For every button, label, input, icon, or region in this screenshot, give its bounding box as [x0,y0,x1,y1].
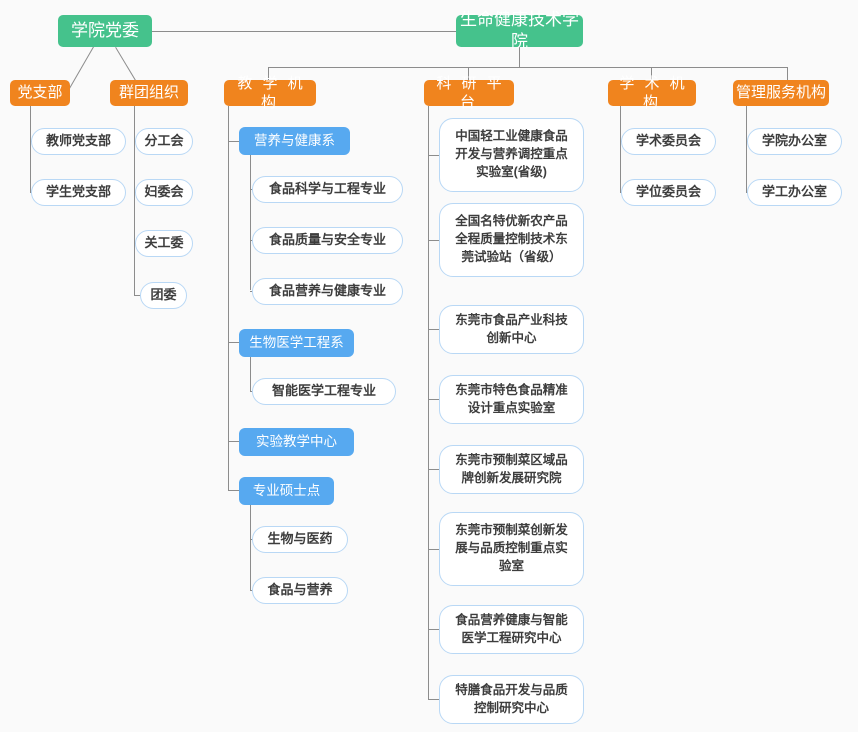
node-party-committee[interactable]: 学院党委 [58,15,152,47]
connector-teaching-tick-1 [228,141,239,142]
connector-academic-spine [620,106,621,193]
connector-massorg-spine [134,106,135,296]
leaf-college-office[interactable]: 学院办公室 [747,128,842,155]
leaf-academic-committee[interactable]: 学术委员会 [621,128,716,155]
leaf-national-agri-product-station[interactable]: 全国名特优新农产品 全程质量控制技术东 莞试验站（省级） [439,203,584,277]
leaf-food-nutrition[interactable]: 食品与营养 [252,577,348,604]
connector-research-tick-8 [428,699,439,700]
node-dept-nutrition[interactable]: 营养与健康系 [239,127,350,155]
leaf-teacher-party-branch[interactable]: 教师党支部 [31,128,126,155]
leaf-youth-league[interactable]: 团委 [140,282,187,309]
leaf-food-nutrition-health[interactable]: 食品营养与健康专业 [252,278,403,305]
leaf-dongguan-specialty-food-key-lab[interactable]: 东莞市特色食品精准 设计重点实验室 [439,375,584,424]
connector-research-tick-4 [428,399,439,400]
leaf-student-party-branch[interactable]: 学生党支部 [31,179,126,206]
connector-research-tick-6 [428,549,439,550]
connector-research-tick-5 [428,469,439,470]
leaf-dongguan-prepared-dish-quality-key-lab[interactable]: 东莞市预制菜创新发 展与品质控制重点实 验室 [439,512,584,586]
leaf-biology-medicine[interactable]: 生物与医药 [252,526,348,553]
leaf-special-diet-food-center[interactable]: 特膳食品开发与品质 控制研究中心 [439,675,584,724]
connector-research-spine [428,106,429,699]
leaf-degree-committee[interactable]: 学位委员会 [621,179,716,206]
node-admin-org[interactable]: 管理服务机构 [733,80,829,106]
connector-master-spine [250,505,251,591]
leaf-intelligent-medical-engineering[interactable]: 智能医学工程专业 [252,378,396,405]
connector-drop-academic [651,67,652,80]
node-college[interactable]: 生命健康技术学院 [456,10,583,51]
connector-college-stub [519,47,520,67]
connector-research-tick-7 [428,629,439,630]
leaf-student-affairs-office[interactable]: 学工办公室 [747,179,842,206]
node-research-platform[interactable]: 科 研 平 台 [424,75,514,111]
leaf-womens-committee[interactable]: 妇委会 [135,179,193,206]
node-dept-biomedical-engineering[interactable]: 生物医学工程系 [239,329,354,357]
connector-college-bus [268,67,787,68]
leaf-labor-union[interactable]: 分工会 [135,128,193,155]
connector-teaching-spine [228,106,229,491]
node-party-branch[interactable]: 党支部 [10,80,70,106]
connector-research-tick-3 [428,329,439,330]
node-master-program[interactable]: 专业硕士点 [239,477,334,505]
connector-drop-research [468,67,469,80]
connector-root-to-root [152,31,456,32]
leaf-dongguan-prepared-dish-brand-institute[interactable]: 东莞市预制菜区域品 牌创新发展研究院 [439,445,584,494]
node-mass-org[interactable]: 群团组织 [110,80,188,106]
connector-branch-spine [30,106,31,193]
connector-drop-admin [787,67,788,80]
connector-teaching-tick-4 [228,490,239,491]
connector-admin-spine [746,106,747,193]
node-academic-org[interactable]: 学 术 机 构 [608,75,696,111]
node-teaching-org[interactable]: 教 学 机 构 [224,75,316,111]
connector-research-tick-2 [428,240,439,241]
connector-nutrition-spine [250,155,251,290]
connector-drop-teaching [268,67,269,80]
connector-teaching-tick-2 [228,342,239,343]
leaf-food-quality-safety[interactable]: 食品质量与安全专业 [252,227,403,254]
connector-biomed-spine [250,357,251,392]
connector-research-tick-1 [428,155,439,156]
leaf-food-nutrition-intelligent-medical-center[interactable]: 食品营养健康与智能 医学工程研究中心 [439,605,584,654]
leaf-dongguan-food-industry-innovation-center[interactable]: 东莞市食品产业科技 创新中心 [439,305,584,354]
node-experimental-teaching-center[interactable]: 实验教学中心 [239,428,354,456]
leaf-food-science-engineering[interactable]: 食品科学与工程专业 [252,176,403,203]
leaf-china-light-industry-key-lab[interactable]: 中国轻工业健康食品 开发与营养调控重点 实验室(省级) [439,118,584,192]
connector-teaching-tick-3 [228,441,239,442]
leaf-care-committee[interactable]: 关工委 [135,230,193,257]
